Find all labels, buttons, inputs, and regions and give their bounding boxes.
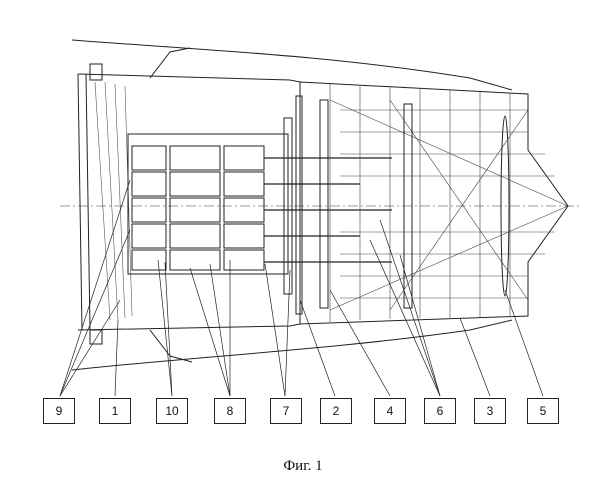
front-flange-top bbox=[89, 63, 103, 81]
outer-fairing-top bbox=[71, 39, 513, 91]
shafts bbox=[264, 157, 392, 263]
aft-section bbox=[299, 81, 569, 325]
label-10: 10 bbox=[156, 398, 188, 424]
inlet-bottom bbox=[77, 323, 301, 331]
engine-body bbox=[127, 133, 289, 275]
inlet-top bbox=[77, 73, 301, 83]
label-1: 1 bbox=[99, 398, 131, 424]
label-2: 2 bbox=[320, 398, 352, 424]
label-8: 8 bbox=[214, 398, 246, 424]
label-7: 7 bbox=[270, 398, 302, 424]
inlet-front bbox=[77, 73, 83, 331]
label-4: 4 bbox=[374, 398, 406, 424]
outer-fairing-bottom bbox=[71, 319, 513, 371]
leader-lines bbox=[59, 179, 544, 397]
label-9: 9 bbox=[43, 398, 75, 424]
figure-caption: Фиг. 1 bbox=[283, 458, 323, 474]
lower-strut bbox=[149, 329, 193, 363]
engine-modules bbox=[131, 145, 265, 271]
front-flange-bottom bbox=[89, 329, 103, 345]
label-3: 3 bbox=[474, 398, 506, 424]
label-5: 5 bbox=[527, 398, 559, 424]
aft-grid bbox=[329, 84, 569, 322]
upper-strut bbox=[149, 47, 191, 79]
label-6: 6 bbox=[424, 398, 456, 424]
